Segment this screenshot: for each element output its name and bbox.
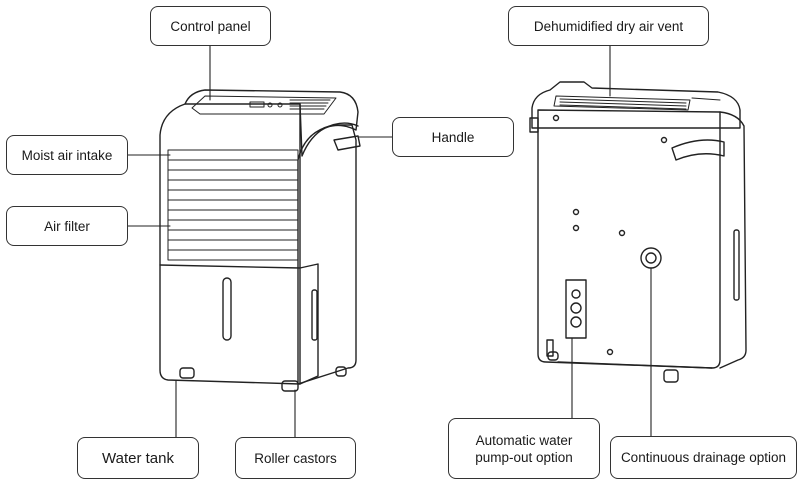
- back-pump-out-port: [546, 279, 587, 357]
- label-water-tank: Water tank: [77, 437, 199, 479]
- label-dry-air-vent: Dehumidified dry air vent: [508, 6, 709, 46]
- front-side-panel: [297, 124, 357, 385]
- back-side-panel: [719, 111, 747, 369]
- back-view-unit: [529, 81, 747, 383]
- front-view-unit: [159, 89, 361, 392]
- back-castors: [547, 351, 679, 383]
- front-water-tank: [159, 263, 319, 385]
- front-handle: [317, 122, 361, 151]
- front-top-cap: [184, 89, 359, 157]
- label-control-panel: Control panel: [150, 6, 271, 46]
- leader-lines: [127, 45, 652, 438]
- label-handle: Handle: [392, 117, 514, 157]
- back-top-vent: [553, 95, 721, 111]
- back-drainage-outlet: [640, 247, 662, 269]
- label-pump-out-line1: Automatic water: [475, 432, 573, 448]
- back-top-cap: [531, 81, 741, 129]
- back-screws: [552, 114, 668, 356]
- front-main-body: [159, 103, 301, 385]
- front-control-panel: [191, 95, 337, 115]
- front-intake-grille: [167, 149, 299, 261]
- label-roller-castors: Roller castors: [235, 437, 356, 479]
- back-side-slot: [733, 229, 740, 301]
- label-pump-out-option: Automatic water pump-out option: [448, 418, 600, 479]
- back-handle-recess: [529, 117, 725, 161]
- back-base-line: [557, 361, 713, 369]
- front-castors: [179, 366, 347, 392]
- label-moist-air-intake: Moist air intake: [6, 135, 128, 175]
- label-pump-out-line2: pump-out option: [475, 449, 573, 465]
- label-continuous-drainage: Continuous drainage option: [610, 436, 797, 479]
- label-air-filter: Air filter: [6, 206, 128, 246]
